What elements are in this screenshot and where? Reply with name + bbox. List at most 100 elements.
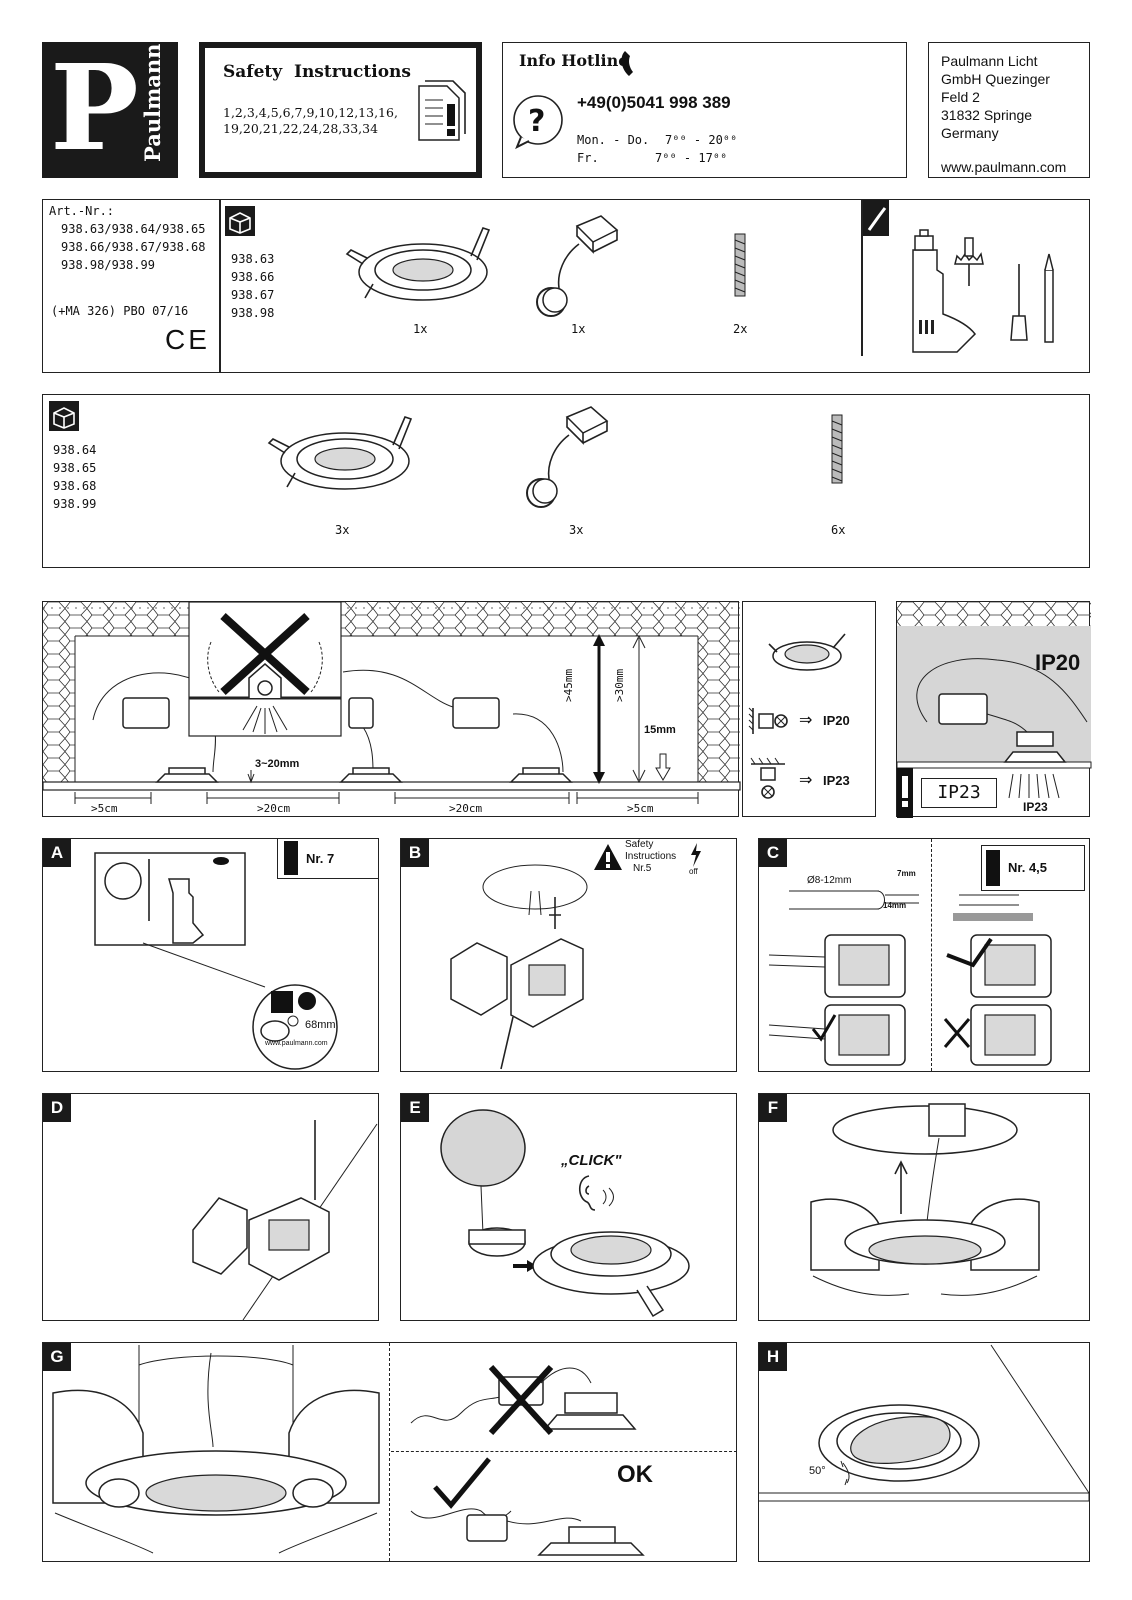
svg-text:?: ? [528,104,545,139]
cable-stripping-illustration [768,890,1052,1066]
article-line-2: 938.66/938.67/938.68 [61,240,206,254]
spring-clip-illustration [831,414,843,484]
ok-label: OK [617,1461,653,1488]
package1-model-4: 938.98 [231,306,275,320]
question-bubble-icon: ? [513,95,563,150]
click-label: „CLICK" [561,1152,622,1169]
step-f-panel: F [758,1093,1090,1321]
step-label: B [401,839,429,867]
arrow-right-icon: ⇒ [799,770,813,789]
lightning-icon [691,843,701,867]
address-line-4: 31832 Springe [941,107,1033,123]
address-line-5: Germany [941,125,999,141]
note-box: Nr. 4,5 [981,845,1085,891]
package2-qty-spring: 6x [831,523,846,537]
junction-box-wiring-illustration [450,864,588,1070]
dim-min-30mm: >30mm [613,668,626,702]
package2-model-1: 938.64 [53,443,97,457]
hotline-hours-2: 7⁰⁰ - 17⁰⁰ [655,151,728,165]
dim-3-20mm: 3~20mm [255,758,300,770]
pressing-luminaire-illustration [52,1345,380,1554]
drill-tools-illustration [94,852,338,1070]
step-g-panel: G OK [42,1342,737,1562]
dist-20cm-2: >20cm [449,802,483,815]
warning-triangle-icon [594,844,622,870]
cable-diameter: Ø8-12mm [807,875,852,886]
hotline-days-1: Mon. - Do. [577,133,650,147]
step-a-web: www.paulmann.com [265,1040,328,1047]
step-label: D [43,1094,71,1122]
dist-5cm-right: >5cm [627,802,654,815]
package1-model-3: 938.67 [231,288,275,302]
article-line-3: 938.98/938.99 [61,258,155,272]
dashed-divider [931,839,932,1071]
ear-icon [578,1175,614,1211]
recessed-luminaire-illustration [267,416,413,490]
divider [219,200,221,372]
article-label: Art.-Nr.: [49,204,115,218]
junction-box-closing-illustration [192,1120,378,1321]
warning-exclamation-icon [284,841,298,875]
step-label: F [759,1094,787,1122]
box-icon [225,206,255,236]
package1-qty-luminaire: 1x [413,322,428,336]
safety-numbers-1: 1,2,3,4,5,6,7,9,10,12,13,16, [223,105,398,120]
package1-qty-driver: 1x [571,322,586,336]
ceiling-installation-illustration [896,602,1092,818]
dim-min-45mm: >45mm [562,668,575,702]
led-module-with-driver-illustration [536,215,619,317]
screwdriver-icon [863,200,889,236]
package1-qty-spring: 2x [733,322,748,336]
hole-size: 68mm [305,1019,336,1031]
arrow-right-icon: ⇒ [799,710,813,729]
installation-clearance-diagram: >45mm >30mm 15mm 3~20mm >5cm >20cm >20cm… [42,601,741,817]
recessed-luminaire-illustration [345,227,491,301]
ceiling-cross-section [42,601,741,804]
luminaire-small-illustration [768,633,846,671]
dashed-divider [389,1343,390,1561]
step-b-panel: B Safety Instructions Nr.5 off [400,838,737,1072]
divider [861,200,863,356]
logo-name: Paulmann [140,43,165,162]
safety-instructions-box: Safety Instructions 1,2,3,4,5,6,7,9,10,1… [199,42,482,178]
logo-letter: P [50,38,139,177]
tilt-angle: 50° [809,1465,826,1477]
step-d-panel: D [42,1093,379,1321]
safety-line-3: Nr.5 [633,863,652,874]
note-box: Nr. 7 [277,839,379,879]
ip20-big-label: IP20 [1035,650,1081,675]
address-web[interactable]: www.paulmann.com [941,159,1067,175]
hotline-hours-1: 7⁰⁰ - 20⁰⁰ [665,133,738,147]
hotline-box: Info Hotline ? +49(0)5041 998 389 Mon. -… [502,42,907,178]
hotline-phone[interactable]: +49(0)5041 998 389 [577,93,731,112]
ce-mark: CE [165,324,210,355]
package2-model-4: 938.99 [53,497,97,511]
safety-line-2: Instructions [625,851,677,862]
ceiling-mount-symbol [750,757,785,799]
step-label: E [401,1094,429,1122]
step-e-panel: E „CLICK" [400,1093,737,1321]
package1-model-1: 938.63 [231,252,275,266]
hotline-days-2: Fr. [577,151,599,165]
package-contents-1: Art.-Nr.: 938.63/938.64/938.65 938.66/93… [42,199,1090,373]
led-module-with-driver-illustration [526,406,609,508]
document-warning-icon [418,80,466,141]
article-code: (+MA 326) PBO 07/16 [51,304,189,318]
spring-clip-illustration [734,233,746,297]
step-label: A [43,839,71,867]
correct-placement-illustration [410,1457,645,1556]
dim-15mm: 15mm [644,724,676,736]
ip-rating-key: ⇒ IP20 ⇒ IP23 [742,601,876,817]
dist-5cm-left: >5cm [91,802,118,815]
led-module-insertion-illustration [440,1109,690,1318]
tools-illustration [912,229,1054,353]
address-line-2: GmbH Quezinger [941,71,1050,87]
strip-length-1: 7mm [897,869,916,878]
safety-line-1: Safety [625,839,654,850]
ip20-label: IP20 [823,713,850,728]
tilt-adjustment-illustration [759,1344,1090,1502]
dist-20cm-1: >20cm [257,802,291,815]
article-line-1: 938.63/938.64/938.65 [61,222,206,236]
step-c-note: Nr. 4,5 [1008,860,1048,875]
wall-mount-symbol [748,707,788,734]
